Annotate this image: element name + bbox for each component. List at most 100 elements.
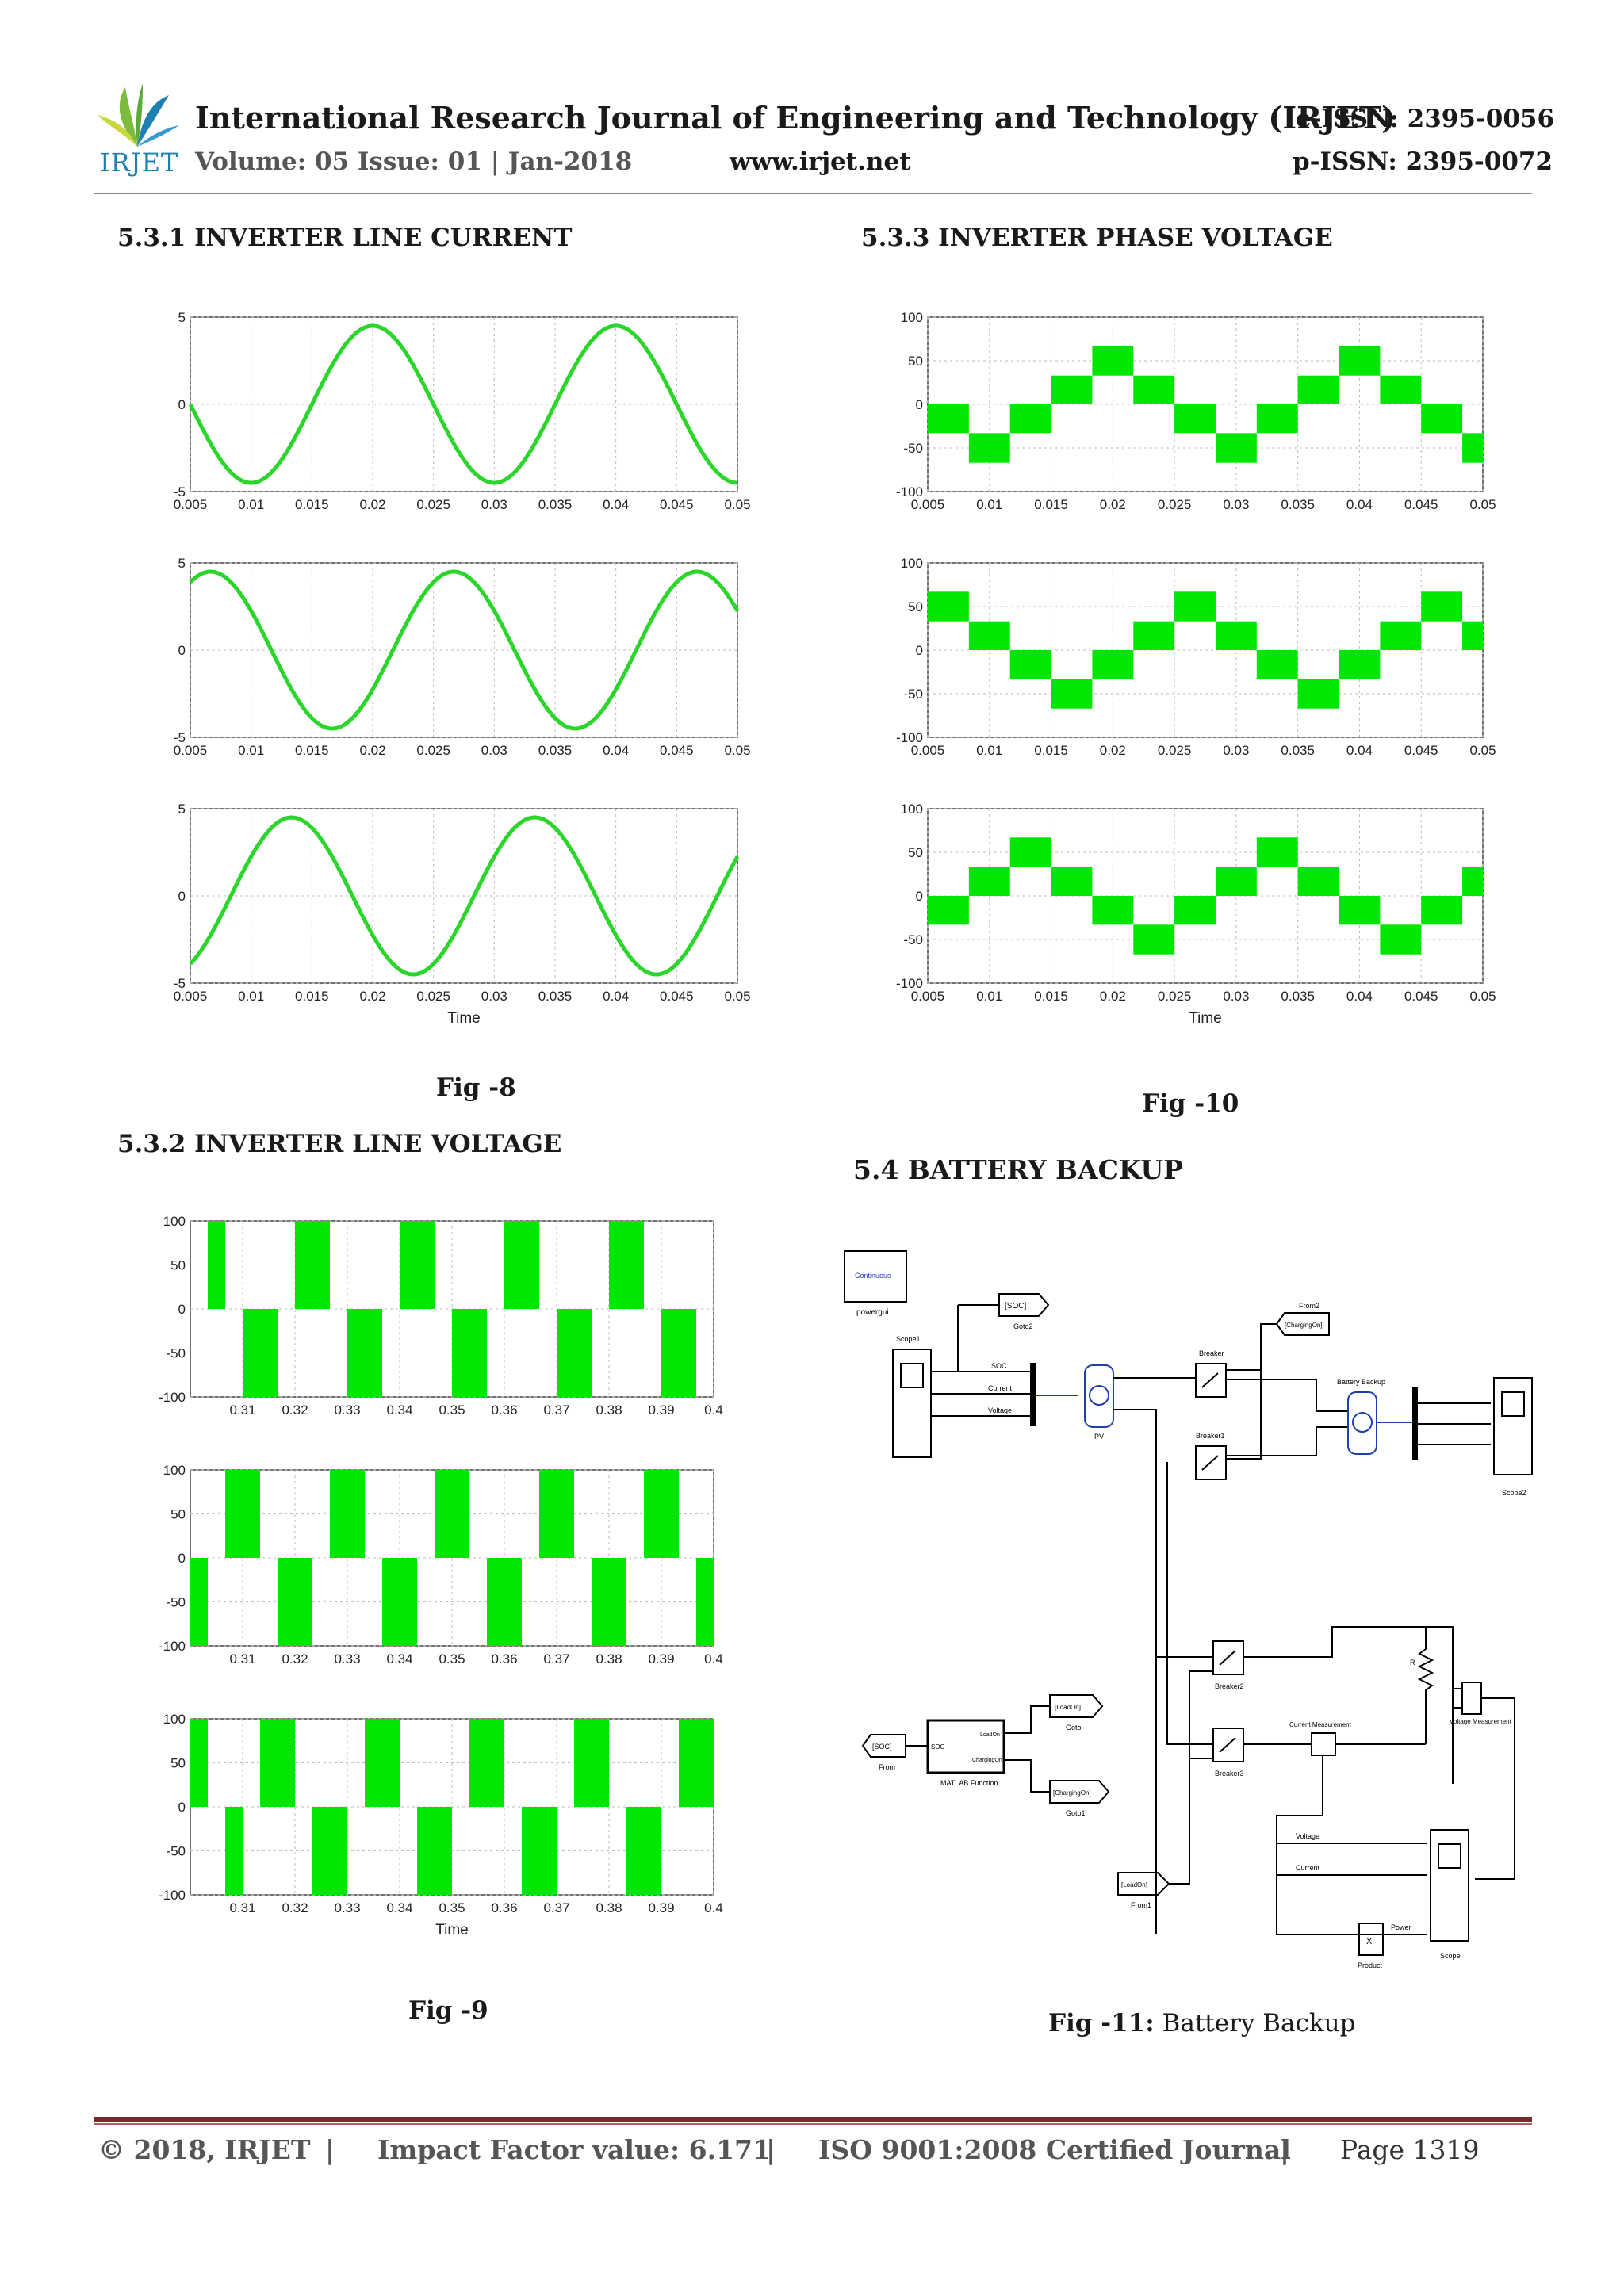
fig9-pulse-bar — [330, 1807, 347, 1895]
fig10-pwm-band — [1009, 650, 1051, 679]
fig10-caption: Fig -10 — [1142, 1089, 1239, 1118]
fig9-pulse-bar — [435, 1807, 452, 1895]
wire-breaker1-battery — [1226, 1426, 1348, 1456]
product-block — [1358, 1923, 1384, 1956]
fig10-pwm-band — [1380, 621, 1422, 650]
fig9-pulse-bar — [592, 1719, 609, 1807]
wire-scope1 — [931, 1371, 1031, 1417]
fig9-xtick-label: 0.34 — [386, 1402, 412, 1418]
fig9-xtick-label: 0.4 — [704, 1900, 723, 1915]
battery-backup-label: Battery Backup — [1337, 1378, 1385, 1386]
wire-from2-breaker1 — [1226, 1370, 1262, 1460]
fig10-pwm-band — [1297, 679, 1339, 709]
fig8-xtick-label: 0.005 — [174, 497, 208, 512]
battery-icon — [1352, 1412, 1373, 1433]
fig8-xtick-label: 0.01 — [238, 989, 264, 1004]
fig9-pulse-bar — [312, 1807, 330, 1895]
footer-sep-3: | — [1280, 2134, 1290, 2165]
fig9-ytick-label: -50 — [166, 1844, 186, 1859]
fig10-pwm-band — [1380, 375, 1422, 404]
fig9-xtick-label: 0.36 — [491, 1651, 517, 1667]
fig8-xtick-label: 0.015 — [295, 743, 329, 758]
fig8-ytick-label: -5 — [174, 730, 186, 745]
fig10-ytick-label: 50 — [908, 354, 923, 369]
section-5-3-1-heading: 5.3.1 INVERTER LINE CURRENT — [117, 224, 573, 252]
fig9-xtick-label: 0.34 — [386, 1900, 412, 1915]
scope-screen — [1438, 1843, 1461, 1869]
fig10-pwm-band — [1215, 867, 1257, 896]
fig8-ytick-label: -5 — [174, 976, 186, 991]
fig9-pulse-bar — [312, 1221, 330, 1309]
fig9-pulse-bar — [679, 1719, 696, 1807]
irjet-logo-graphic — [98, 83, 179, 147]
fig9-pulse-bar — [365, 1719, 382, 1807]
fig10-xtick-label: 0.015 — [1034, 743, 1068, 758]
fig9-pulse-bar — [225, 1807, 243, 1895]
fig10-ytick-label: -100 — [896, 484, 923, 499]
fig8-xlabel: Time — [447, 1010, 481, 1027]
fig10-ytick-label: 100 — [901, 310, 923, 325]
footer-page: Page 1319 — [1340, 2134, 1480, 2165]
from1-loadon-block — [1117, 1872, 1170, 1896]
fig10-xtick-label: 0.01 — [976, 743, 1002, 758]
wire-from2-breaker — [1226, 1323, 1277, 1371]
fig9-pulse-bar — [539, 1470, 557, 1558]
fig9-ytick-label: 0 — [178, 1551, 186, 1566]
fig10-xtick-label: 0.01 — [976, 989, 1002, 1004]
fig10-pwm-band — [1339, 650, 1381, 679]
fig9-xlabel: Time — [435, 1922, 469, 1938]
fig9-pulse-bar — [557, 1309, 574, 1397]
fig9-ytick-label: -100 — [159, 1888, 186, 1903]
fig9-pulse-bar — [661, 1470, 679, 1558]
goto2-tag: [SOC] — [1005, 1302, 1026, 1311]
goto1-tag: [ChargingOn] — [1053, 1789, 1091, 1797]
pv-label: PV — [1094, 1433, 1104, 1441]
r-label: R — [1410, 1659, 1415, 1667]
fig10-xtick-label: 0.015 — [1034, 497, 1068, 512]
fig9-pulse-bar — [452, 1470, 469, 1558]
fig9-pulse-bar — [400, 1221, 417, 1309]
scope2-screen — [1501, 1391, 1525, 1417]
fig9-pulse-bar — [365, 1309, 382, 1397]
fig9-ytick-label: -100 — [159, 1639, 186, 1654]
fig9-ytick-label: 50 — [170, 1756, 186, 1771]
goto1-charging-block — [1049, 1780, 1110, 1804]
fig9-xtick-label: 0.33 — [334, 1900, 360, 1915]
fig10-pwm-band — [928, 591, 969, 622]
breaker3-label: Breaker3 — [1215, 1770, 1244, 1777]
fig8-series-line — [188, 323, 738, 485]
fig10-xtick-label: 0.01 — [976, 497, 1002, 512]
fig9-xtick-label: 0.32 — [282, 1402, 308, 1418]
fig10-pwm-band — [1339, 896, 1381, 925]
breaker1-block — [1195, 1445, 1227, 1480]
fig9-xtick-label: 0.39 — [648, 1900, 674, 1915]
wire-cm — [1243, 1743, 1427, 1935]
product-label: Product — [1358, 1961, 1383, 1969]
breaker1-label: Breaker1 — [1196, 1432, 1225, 1440]
fig8-xtick-label: 0.045 — [660, 989, 694, 1004]
fig10-xtick-label: 0.005 — [911, 497, 945, 512]
fig10-pwm-band — [1256, 650, 1298, 679]
product-x-label: X — [1366, 1937, 1373, 1946]
fig10-xtick-label: 0.045 — [1404, 989, 1438, 1004]
wire-fn-goto — [1004, 1705, 1050, 1793]
fig9-pulse-bar — [626, 1221, 644, 1309]
soc-label: SOC — [991, 1362, 1007, 1370]
fig8-xtick-label: 0.05 — [724, 989, 750, 1004]
fig9-xtick-label: 0.33 — [334, 1402, 360, 1418]
fig10-pwm-band — [1133, 621, 1175, 650]
fig10-xtick-label: 0.05 — [1469, 497, 1496, 512]
fig9-pulse-bar — [644, 1470, 661, 1558]
fig9-pulse-bar — [696, 1719, 714, 1807]
voltage-measurement-block — [1461, 1682, 1482, 1715]
fig8-ytick-label: 5 — [178, 556, 186, 571]
pv-block — [1084, 1364, 1114, 1428]
fig10-pwm-band — [1174, 404, 1216, 434]
fig9-pulse-bar — [469, 1719, 487, 1807]
fig10-ytick-label: 100 — [901, 556, 923, 571]
